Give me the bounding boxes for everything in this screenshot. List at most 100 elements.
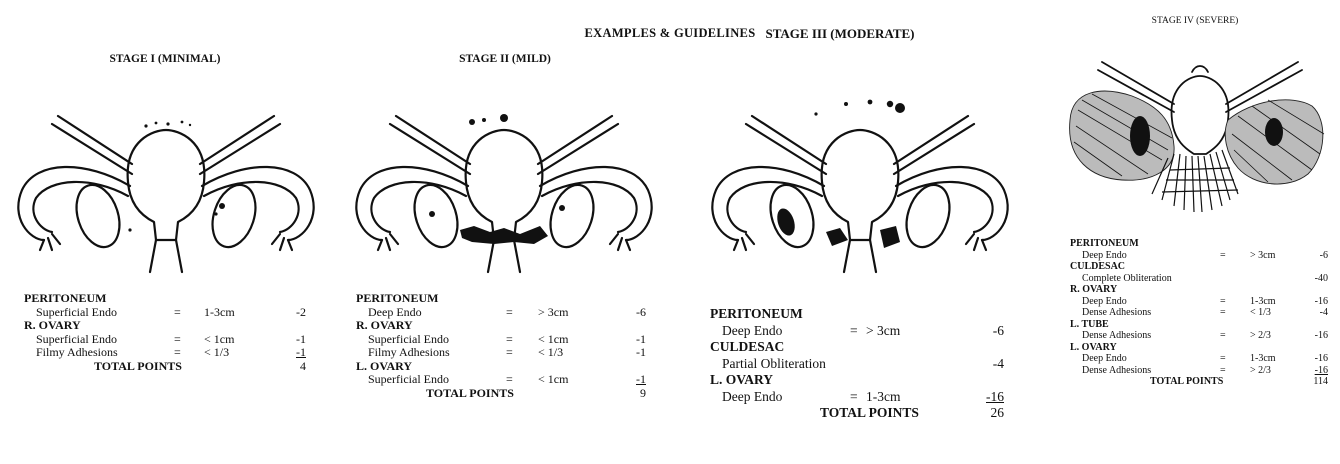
equals-sign: = <box>506 373 513 387</box>
finding-label: Superficial Endo <box>368 332 449 346</box>
section-label: L. TUBE <box>1070 319 1332 331</box>
points-value: -1 <box>296 333 306 347</box>
points-value: -1 <box>296 346 306 360</box>
stage-4-title: STAGE IV (SEVERE) <box>1085 16 1305 26</box>
finding-label: Dense Adhesions <box>1082 330 1151 341</box>
section-label: R. OVARY <box>1070 284 1332 296</box>
table-row: Superficial Endo = < 1cm -1 <box>356 333 656 347</box>
total-label: TOTAL POINTS <box>94 360 182 374</box>
table-row: Deep Endo = 1-3cm -16 <box>1070 353 1332 365</box>
section-label: R. OVARY <box>24 319 324 333</box>
points-value: -16 <box>1315 296 1328 308</box>
points-value: -4 <box>1320 307 1328 319</box>
section-label: PERITONEUM <box>710 306 1030 323</box>
table-row: Complete Obliteration -40 <box>1070 273 1332 285</box>
size-value: < 1/3 <box>204 346 229 360</box>
points-value: -2 <box>296 306 306 320</box>
total-label: TOTAL POINTS <box>426 387 514 401</box>
equals-sign: = <box>506 346 513 360</box>
equals-sign: = <box>1220 307 1226 319</box>
size-value: 1-3cm <box>866 389 901 406</box>
finding-label: Deep Endo <box>1082 296 1127 307</box>
size-value: < 1cm <box>538 373 568 387</box>
total-value: 9 <box>640 387 646 401</box>
equals-sign: = <box>174 346 181 360</box>
stage-4-scoring-table: PERITONEUM Deep Endo = > 3cm -6 CULDESAC… <box>1070 238 1332 388</box>
finding-label: Dense Adhesions <box>1082 307 1151 318</box>
finding-label: Filmy Adhesions <box>368 345 450 359</box>
points-value: -40 <box>1315 273 1328 285</box>
equals-sign: = <box>1220 330 1226 342</box>
table-row: Deep Endo = > 3cm -6 <box>1070 250 1332 262</box>
total-row: TOTAL POINTS 4 <box>24 360 324 374</box>
table-row: Dense Adhesions = < 1/3 -4 <box>1070 307 1332 319</box>
points-value: -16 <box>1315 365 1328 377</box>
stage-1-title: STAGE I (MINIMAL) <box>40 53 290 65</box>
finding-label: Deep Endo <box>1082 353 1127 364</box>
finding-label: Partial Obliteration <box>722 356 826 371</box>
total-label: TOTAL POINTS <box>820 405 919 422</box>
stage-2-title: STAGE II (MILD) <box>380 53 630 65</box>
section-label: L. OVARY <box>356 360 656 374</box>
guidelines-header: EXAMPLES & GUIDELINES <box>0 26 1340 41</box>
total-value: 4 <box>300 360 306 374</box>
equals-sign: = <box>1220 353 1226 365</box>
finding-label: Complete Obliteration <box>1082 273 1172 284</box>
finding-label: Filmy Adhesions <box>36 345 118 359</box>
stage-3-illustration <box>700 90 1020 275</box>
table-row: Deep Endo = 1-3cm -16 <box>710 389 1030 406</box>
points-value: -6 <box>636 306 646 320</box>
total-row: TOTAL POINTS 9 <box>356 387 656 401</box>
total-row: TOTAL POINTS 26 <box>710 405 1030 422</box>
section-label: R. OVARY <box>356 319 656 333</box>
table-row: Filmy Adhesions = < 1/3 -1 <box>356 346 656 360</box>
total-label: TOTAL POINTS <box>1150 376 1223 388</box>
total-row: TOTAL POINTS 114 <box>1070 376 1332 388</box>
size-value: > 3cm <box>1250 250 1275 262</box>
finding-label: Superficial Endo <box>368 372 449 386</box>
equals-sign: = <box>1220 250 1226 262</box>
total-value: 114 <box>1313 376 1328 388</box>
table-row: Filmy Adhesions = < 1/3 -1 <box>24 346 324 360</box>
table-row: Dense Adhesions = > 2/3 -16 <box>1070 330 1332 342</box>
stage-2-illustration <box>344 90 664 275</box>
stage-3-scoring-table: PERITONEUM Deep Endo = > 3cm -6 CULDESAC… <box>710 306 1030 422</box>
section-label: PERITONEUM <box>1070 238 1332 250</box>
stage-4-illustration <box>1062 50 1332 235</box>
points-value: -1 <box>636 373 646 387</box>
equals-sign: = <box>506 306 513 320</box>
equals-sign: = <box>850 389 858 406</box>
stage-2-scoring-table: PERITONEUM Deep Endo = > 3cm -6 R. OVARY… <box>356 292 656 400</box>
stage-1-scoring-table: PERITONEUM Superficial Endo = 1-3cm -2 R… <box>24 292 324 373</box>
points-value: -16 <box>1315 353 1328 365</box>
section-label: L. OVARY <box>710 372 1030 389</box>
table-row: Deep Endo = 1-3cm -16 <box>1070 296 1332 308</box>
table-row: Partial Obliteration -4 <box>710 356 1030 373</box>
finding-label: Superficial Endo <box>36 332 117 346</box>
equals-sign: = <box>174 306 181 320</box>
section-label: PERITONEUM <box>356 292 656 306</box>
points-value: -1 <box>636 346 646 360</box>
finding-label: Deep Endo <box>722 323 782 338</box>
points-value: -16 <box>986 389 1004 406</box>
size-value: > 3cm <box>866 323 900 340</box>
total-value: 26 <box>991 405 1005 422</box>
size-value: < 1cm <box>204 333 234 347</box>
table-row: Superficial Endo = 1-3cm -2 <box>24 306 324 320</box>
table-row: Deep Endo = > 3cm -6 <box>356 306 656 320</box>
section-label: L. OVARY <box>1070 342 1332 354</box>
equals-sign: = <box>850 323 858 340</box>
size-value: 1-3cm <box>204 306 235 320</box>
points-value: -6 <box>993 323 1004 340</box>
size-value: > 2/3 <box>1250 330 1271 342</box>
stage-1-illustration <box>6 90 326 275</box>
size-value: < 1/3 <box>538 346 563 360</box>
finding-label: Deep Endo <box>1082 250 1127 261</box>
table-row: Superficial Endo = < 1cm -1 <box>24 333 324 347</box>
size-value: > 3cm <box>538 306 568 320</box>
equals-sign: = <box>506 333 513 347</box>
points-value: -6 <box>1320 250 1328 262</box>
finding-label: Deep Endo <box>368 305 422 319</box>
equals-sign: = <box>1220 296 1226 308</box>
points-value: -16 <box>1315 330 1328 342</box>
